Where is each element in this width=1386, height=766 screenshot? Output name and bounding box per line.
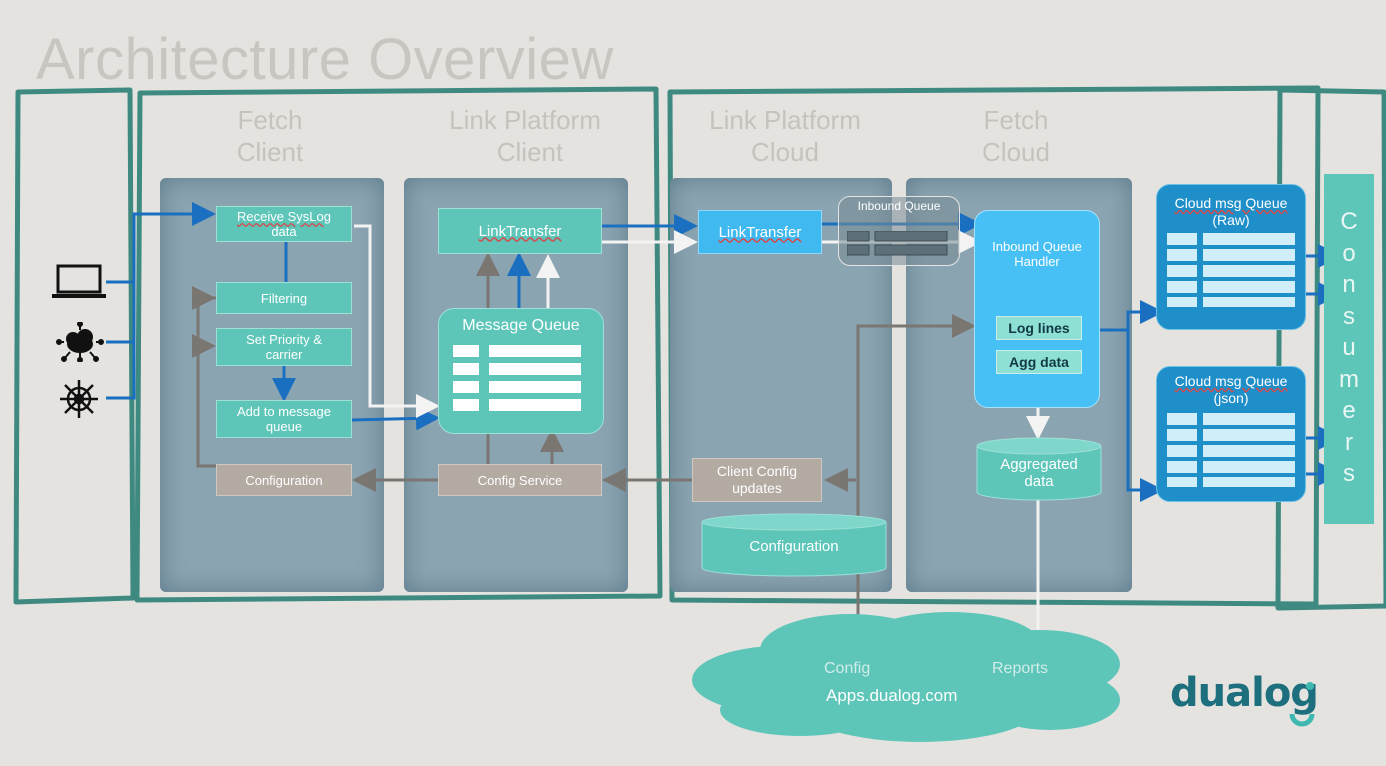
consumers-letter: s (1343, 460, 1355, 487)
cloud-network-icon (56, 322, 104, 362)
client-link-transfer-box: LinkTransfer (438, 208, 602, 254)
cloud-link-transfer-box: LinkTransfer (698, 210, 822, 254)
raw-queue-table-icon (1167, 233, 1295, 307)
log-lines-tag: Log lines (996, 316, 1082, 340)
set-priority-box: Set Priority &carrier (216, 328, 352, 366)
consumers-letter: r (1345, 428, 1353, 456)
cloud-config-label: Config (824, 660, 871, 677)
aggregated-data-database (976, 437, 1102, 501)
dualog-logo-mark (1289, 682, 1315, 727)
apps-cloud-shape (692, 612, 1120, 742)
json-queue-box: Cloud msg Queue(json) (1156, 366, 1306, 502)
agg-data-tag: Agg data (996, 350, 1082, 374)
json-queue-table-icon (1167, 413, 1295, 487)
consumers-letter: n (1342, 271, 1356, 298)
configuration-database (701, 513, 887, 577)
json-queue-title: Cloud msg Queue(json) (1174, 373, 1288, 406)
client-configuration-box: Configuration (216, 464, 352, 496)
ship-wheel-icon (60, 380, 98, 418)
inbound-queue-label: Inbound Queue (857, 199, 941, 213)
dualog-logo: dualog (1170, 670, 1319, 716)
message-queue-label: Message Queue (462, 317, 580, 334)
consumers-bar: C o n s u m e r s (1324, 174, 1374, 524)
consumers-letter: C (1340, 208, 1358, 235)
raw-queue-title: Cloud msg Queue(Raw) (1174, 195, 1288, 228)
consumers-letter: o (1342, 239, 1356, 267)
filtering-box: Filtering (216, 282, 352, 314)
frame-client (134, 86, 663, 603)
page-title: Architecture Overview (36, 27, 614, 92)
consumers-letter: e (1342, 397, 1356, 424)
config-service-box: Config Service (438, 464, 602, 496)
inbound-queue-table-icon (847, 231, 948, 256)
raw-queue-box: Cloud msg Queue(Raw) (1156, 184, 1306, 330)
consumers-letter: s (1343, 302, 1355, 330)
message-queue-box: Message Queue (438, 308, 604, 434)
consumers-letter: m (1339, 365, 1359, 393)
configuration-database-label: Configuration (749, 538, 839, 555)
inbound-queue-box: Inbound Queue (838, 196, 960, 266)
frame-sources (13, 87, 136, 605)
message-queue-table-icon (453, 345, 581, 411)
cloud-reports-label: Reports (992, 660, 1049, 677)
consumers-letter: u (1342, 334, 1356, 361)
apps-dualog-link[interactable]: Apps.dualog.com (826, 686, 958, 705)
laptop-icon (52, 264, 106, 298)
